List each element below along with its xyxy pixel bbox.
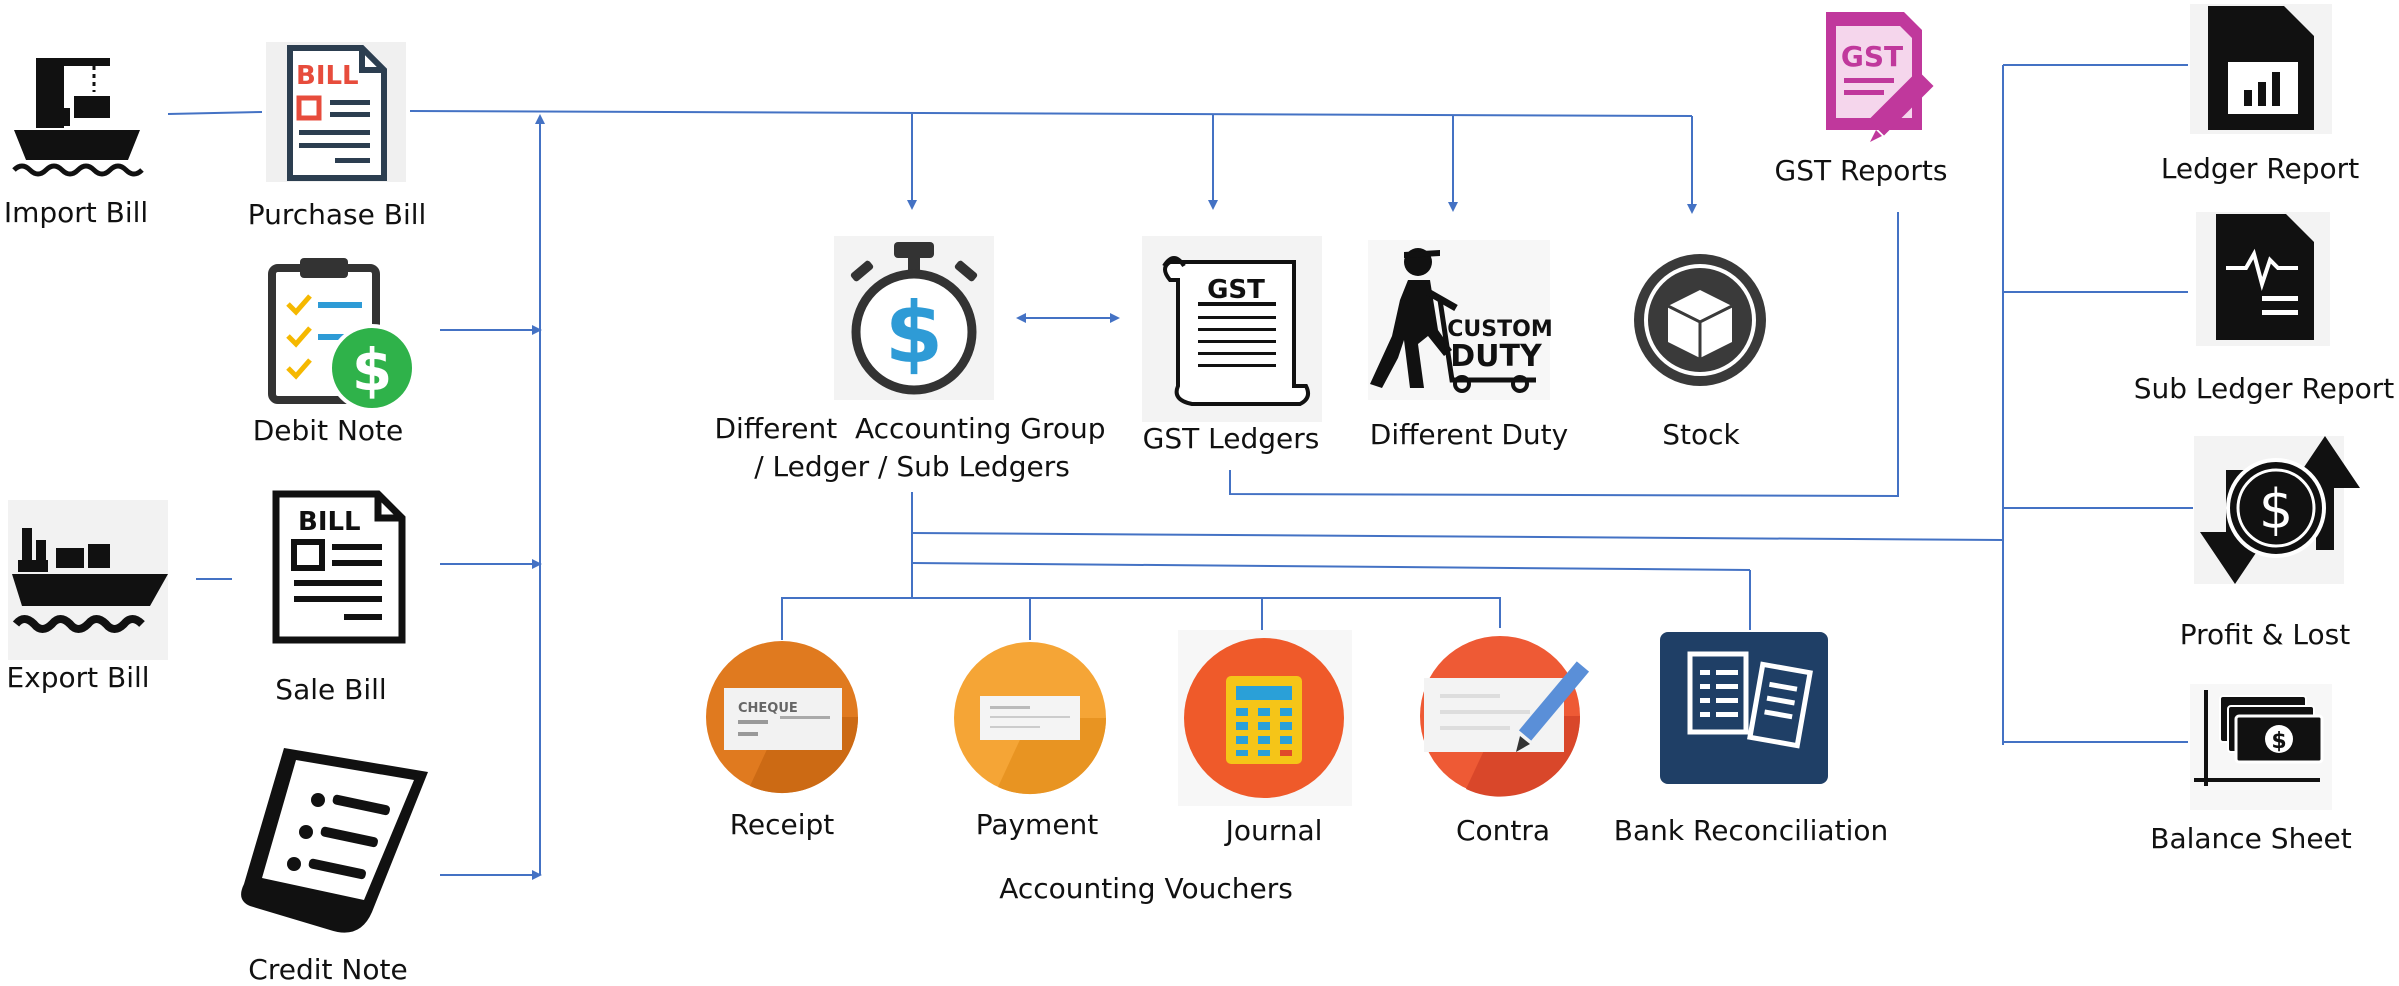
bank-reconciliation-label: Bank Reconciliation — [1613, 814, 1889, 847]
bank-reconciliation-icon — [1660, 632, 1828, 784]
svg-text:CUSTOM: CUSTOM — [1447, 317, 1552, 342]
profit-loss-icon: $ — [2194, 436, 2360, 584]
svg-text:$: $ — [885, 284, 943, 382]
accounting-group-label-line1: Different Accounting Group — [714, 412, 1106, 445]
custom-duty-trolley-icon: CUSTOM DUTY — [1368, 240, 1553, 400]
import-bill-label: Import Bill — [3, 196, 149, 229]
profit-lost-label: Profit & Lost — [2179, 618, 2351, 651]
sale-bill-icon: BILL — [272, 490, 406, 644]
credit-note-label: Credit Note — [248, 953, 408, 986]
ledger-report-label: Ledger Report — [2160, 152, 2360, 185]
svg-text:DUTY: DUTY — [1450, 339, 1543, 374]
sub-ledger-report-label: Sub Ledger Report — [2133, 372, 2395, 405]
gst-reports-label: GST Reports — [1774, 154, 1948, 187]
stock-box-icon — [1634, 254, 1766, 386]
purchase-bill-icon: BILL — [266, 42, 406, 182]
stock-label: Stock — [1662, 418, 1740, 451]
journal-calculator-icon — [1178, 630, 1352, 806]
debit-note-icon: $ — [268, 258, 416, 412]
svg-text:BILL: BILL — [296, 61, 359, 91]
different-duty-label: Different Duty — [1369, 418, 1569, 451]
sub-ledger-report-icon — [2196, 212, 2330, 346]
balance-sheet-label: Balance Sheet — [2150, 822, 2352, 855]
svg-text:$: $ — [2271, 729, 2286, 754]
svg-text:$: $ — [352, 336, 392, 404]
svg-text:CHEQUE: CHEQUE — [738, 701, 798, 716]
debit-note-label: Debit Note — [252, 414, 404, 447]
contra-pen-icon — [1420, 636, 1590, 797]
gst-ledgers-label: GST Ledgers — [1142, 422, 1320, 455]
payment-label: Payment — [975, 808, 1099, 841]
stopwatch-dollar-icon: $ — [834, 236, 994, 400]
purchase-bill-label: Purchase Bill — [247, 198, 427, 231]
svg-text:BILL: BILL — [298, 507, 361, 537]
gst-report-icon: GST — [1826, 12, 1934, 142]
credit-note-icon — [241, 748, 428, 933]
import-ship-icon — [12, 58, 144, 177]
accounting-vouchers-label: Accounting Vouchers — [999, 872, 1293, 905]
journal-label: Journal — [1225, 814, 1323, 847]
svg-text:GST: GST — [1207, 275, 1265, 305]
ledger-report-icon — [2190, 4, 2332, 134]
export-ship-icon — [8, 500, 168, 660]
sale-bill-label: Sale Bill — [275, 673, 387, 706]
payment-cheque-icon — [954, 642, 1106, 795]
receipt-cheque-icon: CHEQUE — [706, 641, 858, 794]
accounting-group-label-line2: / Ledger / Sub Ledgers — [754, 450, 1070, 483]
contra-label: Contra — [1455, 814, 1551, 847]
balance-sheet-icon: $ — [2190, 684, 2332, 810]
svg-text:GST: GST — [1841, 40, 1903, 73]
receipt-label: Receipt — [729, 808, 835, 841]
gst-scroll-icon: GST — [1142, 236, 1322, 422]
export-bill-label: Export Bill — [6, 661, 150, 694]
svg-text:$: $ — [2259, 478, 2293, 541]
connector-lines — [167, 64, 2193, 880]
